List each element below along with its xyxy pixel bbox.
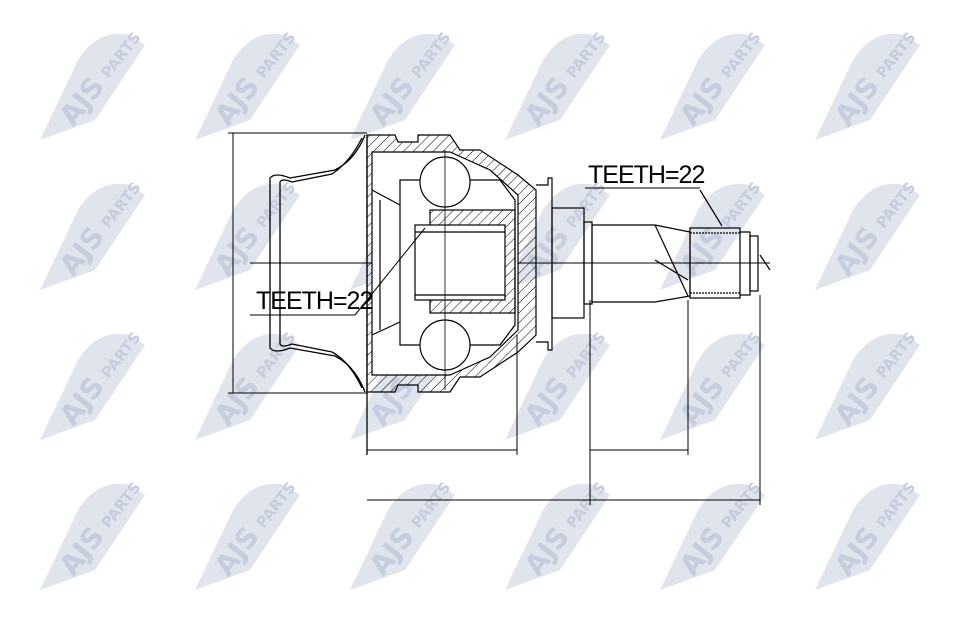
watermark-swoosh — [350, 33, 455, 140]
watermark-swoosh — [40, 33, 145, 140]
watermark-swoosh — [505, 33, 610, 140]
watermark-swoosh — [195, 33, 300, 140]
watermark-swoosh — [40, 333, 145, 440]
watermark-swoosh — [195, 483, 300, 590]
shaft — [551, 189, 771, 319]
watermark-swoosh — [40, 183, 145, 290]
watermark-swoosh — [350, 483, 455, 590]
dimension-lines — [228, 132, 761, 505]
watermark-swoosh — [815, 483, 920, 590]
outer-teeth-label: TEETH=22 — [588, 161, 704, 189]
watermark-swoosh — [815, 333, 920, 440]
watermark-swoosh — [195, 183, 300, 290]
watermark-swoosh — [660, 483, 765, 590]
watermark-swoosh — [505, 483, 610, 590]
housing — [366, 134, 553, 393]
watermark-swoosh — [815, 183, 920, 290]
watermark-swoosh — [505, 333, 610, 440]
watermark-swoosh — [195, 333, 300, 440]
watermark-swoosh — [660, 333, 765, 440]
watermark-swoosh — [40, 483, 145, 590]
watermark-swoosh — [660, 33, 765, 140]
watermark-swoosh — [815, 33, 920, 140]
inner-teeth-label: TEETH=22 — [256, 287, 372, 315]
